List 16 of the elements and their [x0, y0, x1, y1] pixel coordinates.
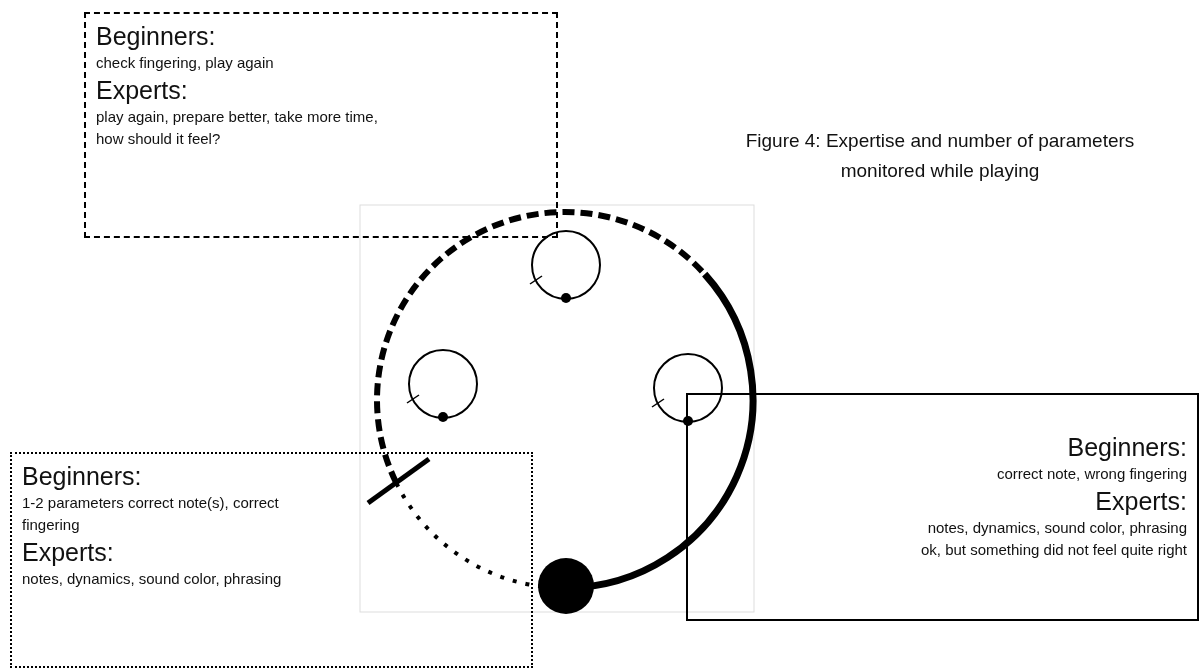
note-text: correct note, wrong fingering: [995, 464, 1187, 484]
note-text: notes, dynamics, sound color, phrasing ok, but something did not feel quite right: [920, 518, 1187, 560]
note-box: [10, 452, 533, 668]
note-box: [686, 393, 1199, 621]
group-heading: Beginners:: [1067, 432, 1187, 463]
note-text: check fingering, play again: [96, 53, 275, 73]
group-heading: Experts:: [96, 75, 188, 106]
group-heading: Beginners:: [96, 21, 216, 52]
group-heading: Experts:: [1095, 486, 1187, 517]
note-text: play again, prepare better, take more time, how should it feel?: [96, 107, 379, 149]
note-box: [84, 12, 558, 238]
group-heading: Beginners:: [22, 461, 142, 492]
group-heading: Experts:: [22, 537, 114, 568]
note-text: 1-2 parameters correct note(s), correct fingering: [22, 493, 280, 535]
figure-caption: Figure 4: Expertise and number of parameters monitored while playing: [744, 129, 1136, 183]
note-text: notes, dynamics, sound color, phrasing: [22, 569, 282, 589]
